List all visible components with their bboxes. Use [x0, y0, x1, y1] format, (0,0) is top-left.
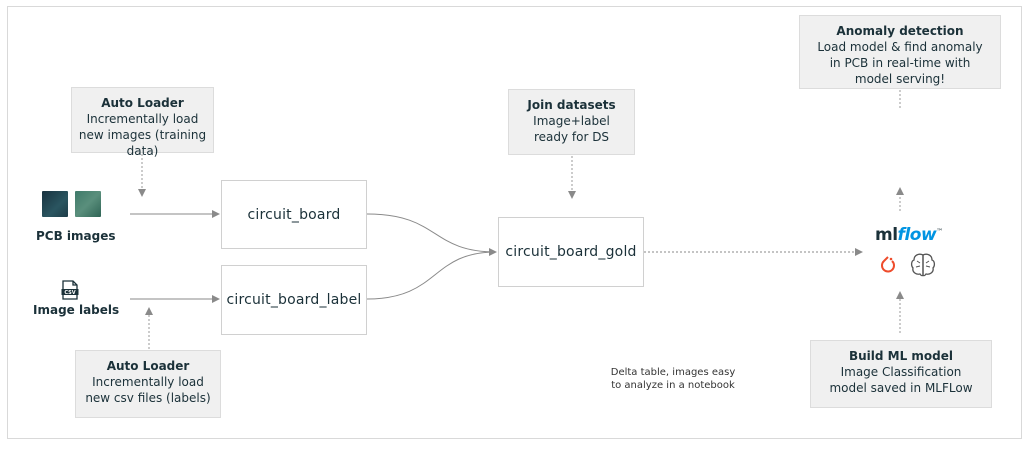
pcb-images-label: PCB images — [36, 229, 116, 243]
note-title: Join datasets — [527, 98, 616, 112]
note-title: Build ML model — [848, 349, 954, 363]
auto-loader-labels-note: Auto Loader Incrementally load new csv f… — [75, 350, 221, 418]
delta-table-note: Delta table, images easy to analyze in a… — [610, 367, 736, 391]
mlflow-logo-flow: flow — [897, 225, 937, 245]
csv-icon-text: CSV — [64, 290, 75, 296]
note-body: Incrementally load new images (training … — [78, 112, 207, 158]
note-title: Auto Loader — [101, 96, 184, 110]
note-body: Load model & find anomaly in PCB in real… — [817, 40, 983, 86]
pcb-image-thumbnail — [75, 191, 101, 217]
pcb-image-thumbnail — [42, 191, 68, 217]
auto-loader-images-note: Auto Loader Incrementally load new image… — [71, 87, 214, 158]
mlflow-logo: mlflow™ — [875, 225, 943, 245]
pytorch-icon — [879, 255, 897, 275]
mlflow-logo-ml: ml — [875, 225, 898, 245]
image-labels-label: Image labels — [33, 303, 120, 317]
note-body: Image+label ready for DS — [533, 114, 610, 144]
build-ml-model-note: Build ML model Image Classification mode… — [810, 340, 992, 408]
circuit-board-gold-table[interactable]: circuit_board_gold — [498, 217, 644, 287]
arrow-circuit-board-label-to-gold — [366, 251, 497, 300]
circuit-board-table[interactable]: circuit_board — [221, 180, 367, 249]
note-title: Auto Loader — [106, 359, 190, 373]
arrow-circuit-board-to-gold — [366, 213, 497, 256]
circuit-board-label-table[interactable]: circuit_board_label — [221, 265, 367, 335]
trademark-mark: ™ — [936, 227, 943, 236]
note-title: Anomaly detection — [836, 24, 964, 38]
csv-file-icon: CSV — [61, 280, 79, 300]
anomaly-detection-note: Anomaly detection Load model & find anom… — [799, 15, 1001, 89]
note-body: Incrementally load new csv files (labels… — [85, 375, 211, 405]
brain-icon — [909, 252, 937, 278]
note-body: Image Classification model saved in MLFL… — [829, 365, 973, 395]
join-datasets-note: Join datasets Image+label ready for DS — [508, 89, 635, 155]
